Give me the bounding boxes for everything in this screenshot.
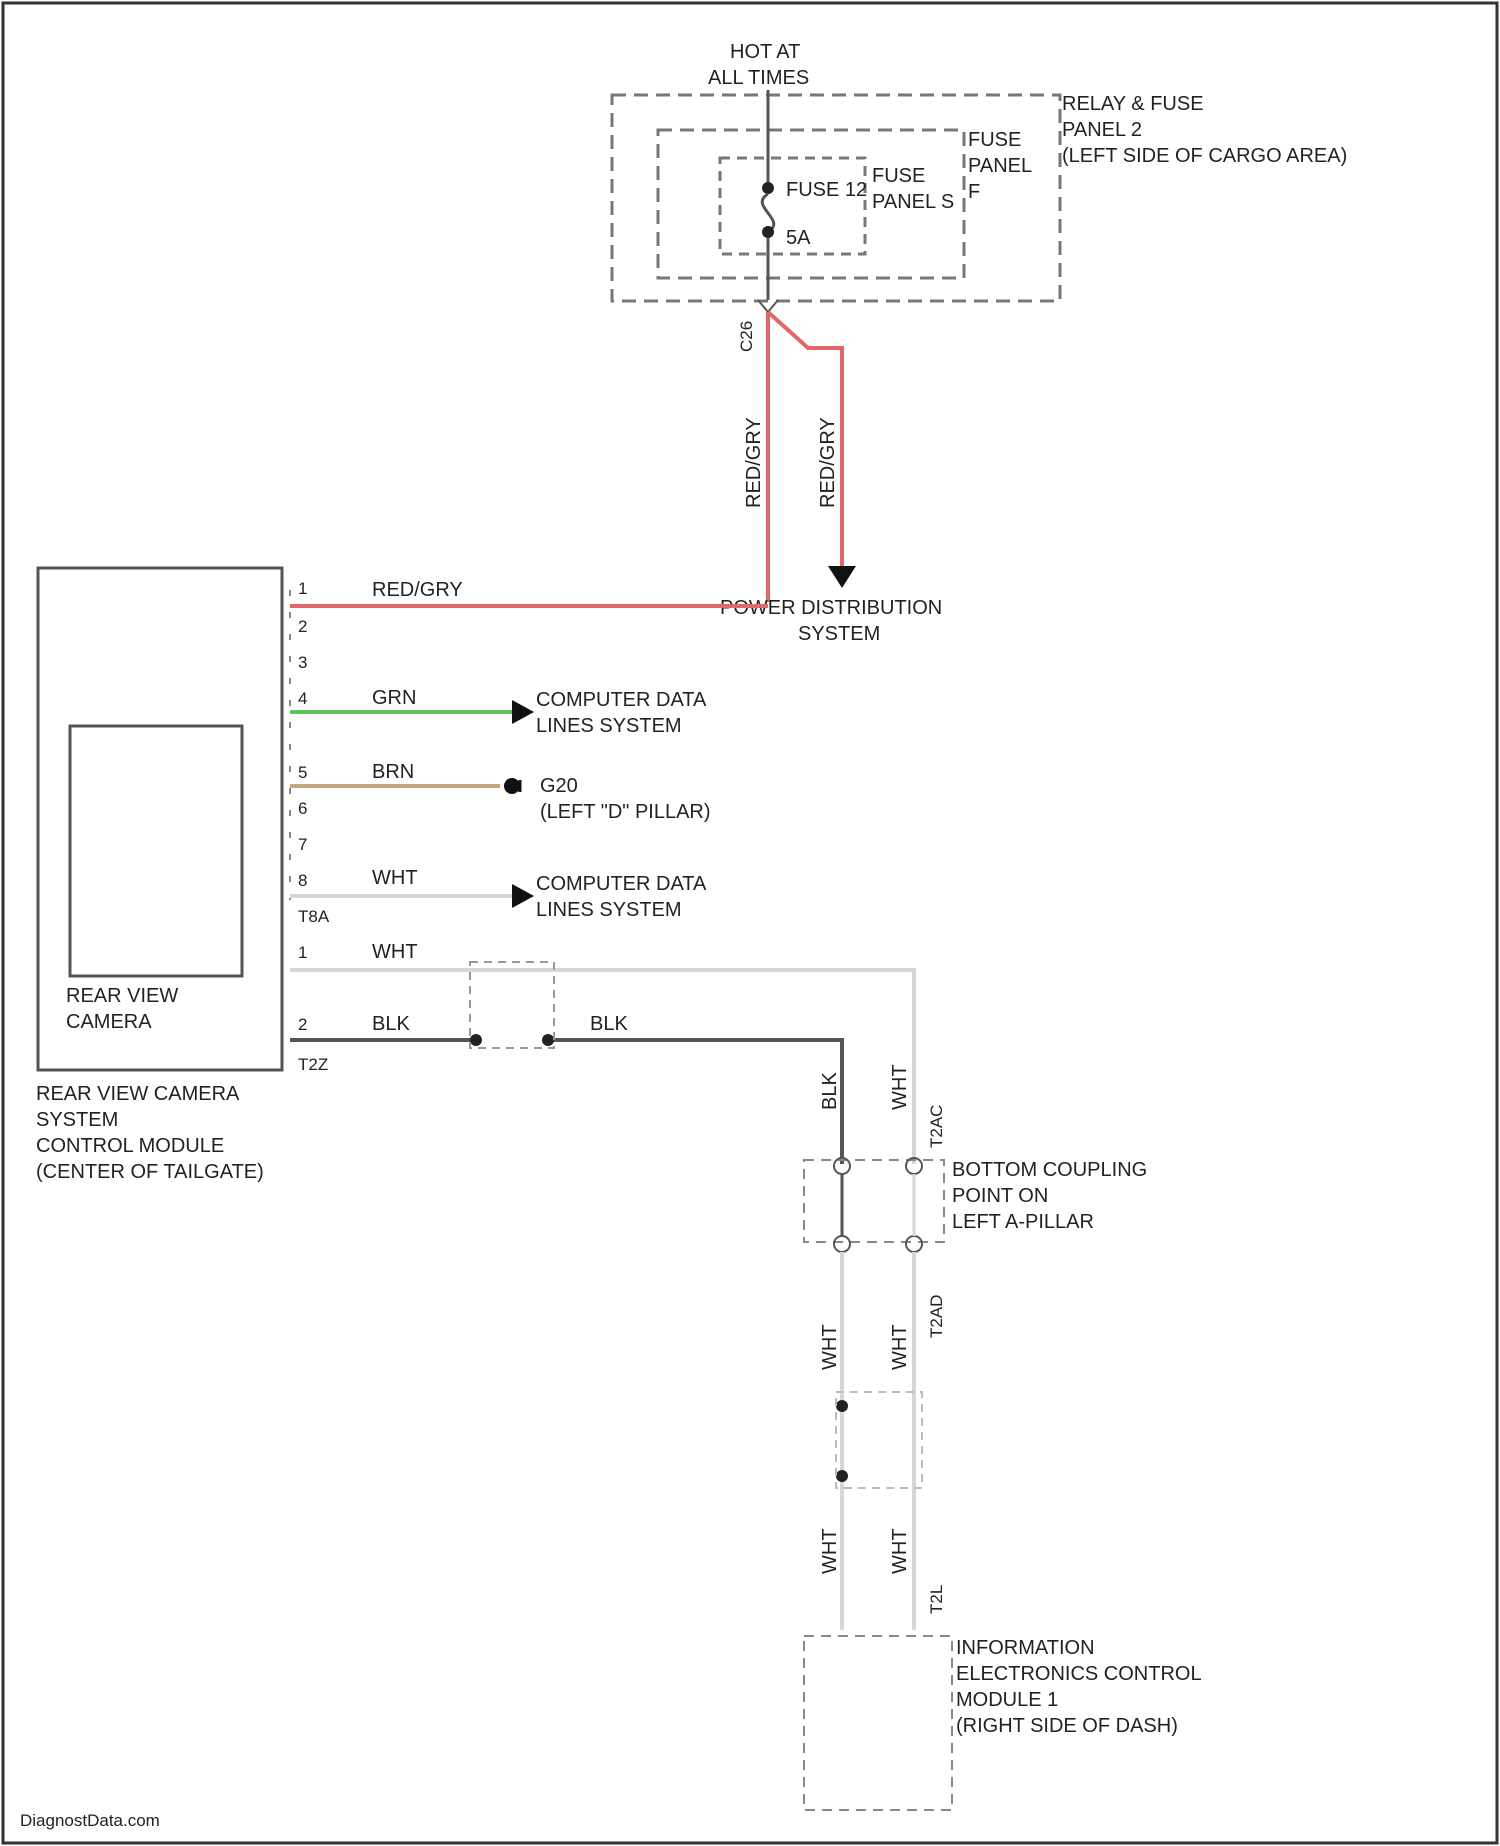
shield-box (470, 962, 554, 1048)
iecm-label-1: INFORMATION (956, 1637, 1095, 1659)
wire-blk-vertical-label: BLK (819, 1072, 841, 1110)
wire-red-gry-label-2: RED/GRY (817, 417, 839, 508)
fuse-rating: 5A (786, 227, 811, 249)
wire-pin1-label: RED/GRY (372, 579, 463, 601)
coupling-label-2: POINT ON (952, 1185, 1048, 1207)
ground-label-2: (LEFT "D" PILLAR) (540, 801, 711, 823)
wire-wht-label-3: WHT (889, 1324, 911, 1370)
relay-panel-label-2: PANEL 2 (1062, 119, 1142, 141)
wire-wht-label-4: WHT (819, 1528, 841, 1574)
coupling-pin-blk-bottom (834, 1236, 850, 1252)
cdl-label-1b: LINES SYSTEM (536, 715, 682, 737)
wire-pin5-label: BRN (372, 761, 414, 783)
fuse-terminal-bottom (762, 226, 774, 238)
coupling-label-3: LEFT A-PILLAR (952, 1211, 1094, 1233)
iecm-label-2: ELECTRONICS CONTROL (956, 1663, 1202, 1685)
cdl-label-2a: COMPUTER DATA (536, 873, 707, 895)
connector-c26-label: C26 (737, 321, 756, 352)
iecm-label-3: MODULE 1 (956, 1689, 1058, 1711)
module-label-4: (CENTER OF TAILGATE) (36, 1161, 264, 1183)
power-label-1: HOT AT (730, 41, 800, 63)
wire-wht-label-5: WHT (889, 1528, 911, 1574)
pin-6: 6 (298, 799, 307, 818)
wire-wht-vertical-label-1: WHT (889, 1064, 911, 1110)
fuse-panel-s-label-1: FUSE (872, 165, 925, 187)
wire-pin8-label: WHT (372, 867, 418, 889)
fuse-panel-f-label-1: FUSE (968, 129, 1021, 151)
pin-3: 3 (298, 653, 307, 672)
fuse-panel-f-label-3: F (968, 181, 980, 203)
splice-right (542, 1034, 554, 1046)
wire-red-gry-label-1: RED/GRY (743, 417, 765, 508)
power-distribution-arrow (828, 566, 856, 588)
power-dist-label-2: SYSTEM (798, 623, 880, 645)
wire-camera-blk-b (548, 1040, 842, 1164)
camera-label-2: CAMERA (66, 1011, 152, 1033)
wire-camera-blk-label-1: BLK (372, 1013, 410, 1035)
twist-splice-2 (836, 1470, 848, 1482)
relay-panel-label-1: RELAY & FUSE (1062, 93, 1204, 115)
fuse-panel-s-label-2: PANEL S (872, 191, 954, 213)
pin-2: 2 (298, 617, 307, 636)
fuse-label: FUSE 12 (786, 179, 867, 201)
iecm-box (804, 1636, 952, 1810)
connector-t2ad-label: T2AD (927, 1295, 946, 1338)
pin-7: 7 (298, 835, 307, 854)
cdl-arrow-1 (512, 700, 534, 724)
module-label-1: REAR VIEW CAMERA (36, 1083, 240, 1105)
wire-pin4-label: GRN (372, 687, 416, 709)
connector-t2ac-label: T2AC (927, 1105, 946, 1148)
splice-left (470, 1034, 482, 1046)
wire-wht-label-2: WHT (819, 1324, 841, 1370)
ground-symbol (504, 778, 520, 794)
relay-panel-label-3: (LEFT SIDE OF CARGO AREA) (1062, 145, 1347, 167)
camera-pin-1: 1 (298, 943, 307, 962)
pin-5: 5 (298, 763, 307, 782)
connector-t2z-label: T2Z (298, 1055, 328, 1074)
rear-view-camera-box (70, 726, 242, 976)
cdl-arrow-2 (512, 884, 534, 908)
module-label-3: CONTROL MODULE (36, 1135, 224, 1157)
cdl-label-2b: LINES SYSTEM (536, 899, 682, 921)
pin-8: 8 (298, 871, 307, 890)
fuse-terminal-top (762, 182, 774, 194)
wire-camera-wht-label: WHT (372, 941, 418, 963)
fuse-panel-f-label-2: PANEL (968, 155, 1032, 177)
twist-splice-1 (836, 1400, 848, 1412)
power-label-2: ALL TIMES (708, 67, 809, 89)
coupling-pin-wht-bottom (906, 1236, 922, 1252)
pin-1: 1 (298, 579, 307, 598)
cdl-label-1a: COMPUTER DATA (536, 689, 707, 711)
connector-t8a-label: T8A (298, 907, 330, 926)
ground-label-1: G20 (540, 775, 578, 797)
wire-camera-blk-label-2: BLK (590, 1013, 628, 1035)
connector-t2l-label: T2L (927, 1585, 946, 1614)
camera-pin-2: 2 (298, 1015, 307, 1034)
coupling-box (804, 1160, 944, 1242)
camera-label-1: REAR VIEW (66, 985, 178, 1007)
coupling-label-1: BOTTOM COUPLING (952, 1159, 1147, 1181)
wire-camera-wht (290, 970, 914, 1164)
module-label-2: SYSTEM (36, 1109, 118, 1131)
watermark: DiagnostData.com (20, 1811, 160, 1830)
iecm-label-4: (RIGHT SIDE OF DASH) (956, 1715, 1178, 1737)
pin-4: 4 (298, 689, 307, 708)
twist-shield-box (836, 1392, 922, 1488)
